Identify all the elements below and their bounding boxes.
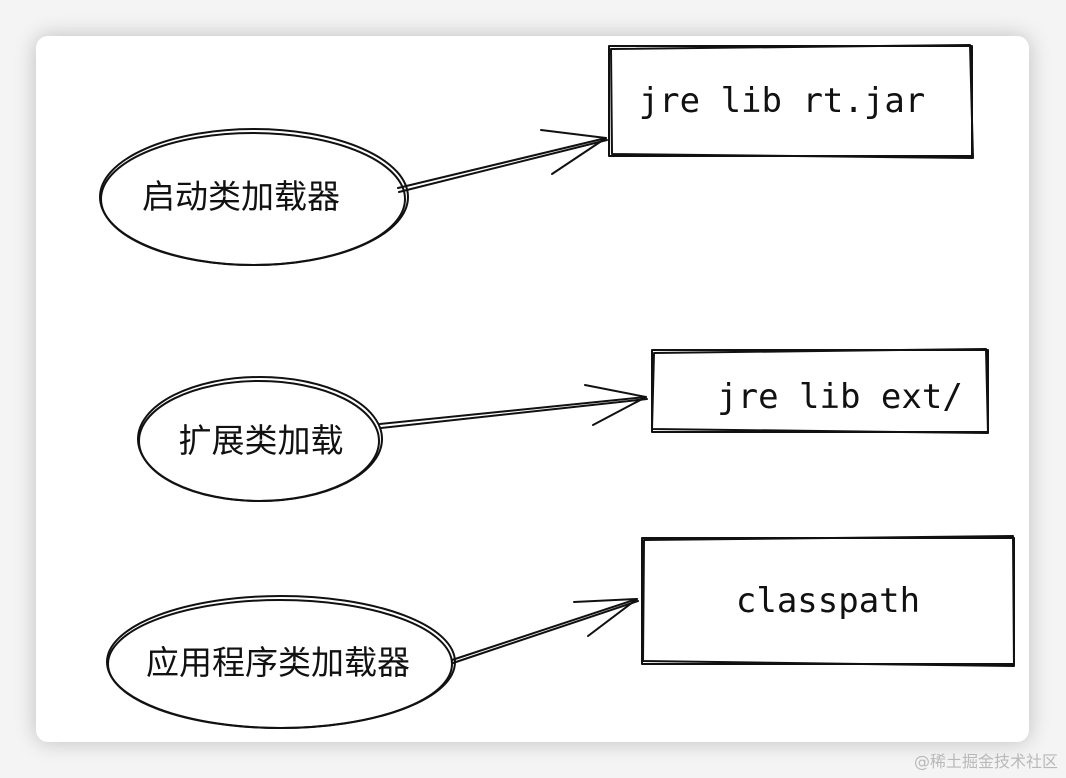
arrow-bootstrap [397, 129, 608, 193]
path-box-rt-jar: jre lib rt.jar [608, 44, 974, 159]
path-label: jre lib rt.jar [639, 81, 926, 121]
path-box-ext: jre lib ext/ [651, 348, 989, 434]
loader-label: 启动类加载器 [142, 177, 340, 216]
loader-node-extension: 扩展类加载 [137, 376, 383, 502]
arrow-extension [379, 384, 648, 429]
watermark: @稀土掘金技术社区 [913, 752, 1058, 771]
loader-ellipse-sketch [100, 132, 406, 266]
loader-label: 扩展类加载 [179, 421, 344, 460]
loader-node-application: 应用程序类加载器 [106, 595, 456, 729]
loader-node-bootstrap: 启动类加载器 [99, 128, 409, 266]
arrow-application [451, 598, 639, 664]
path-box-classpath: classpath [641, 535, 1015, 667]
loader-ellipse-sketch [138, 380, 380, 502]
loader-label: 应用程序类加载器 [146, 643, 410, 682]
path-label: jre lib ext/ [717, 377, 963, 417]
path-label: classpath [736, 581, 920, 621]
loader-ellipse-sketch [107, 599, 453, 729]
